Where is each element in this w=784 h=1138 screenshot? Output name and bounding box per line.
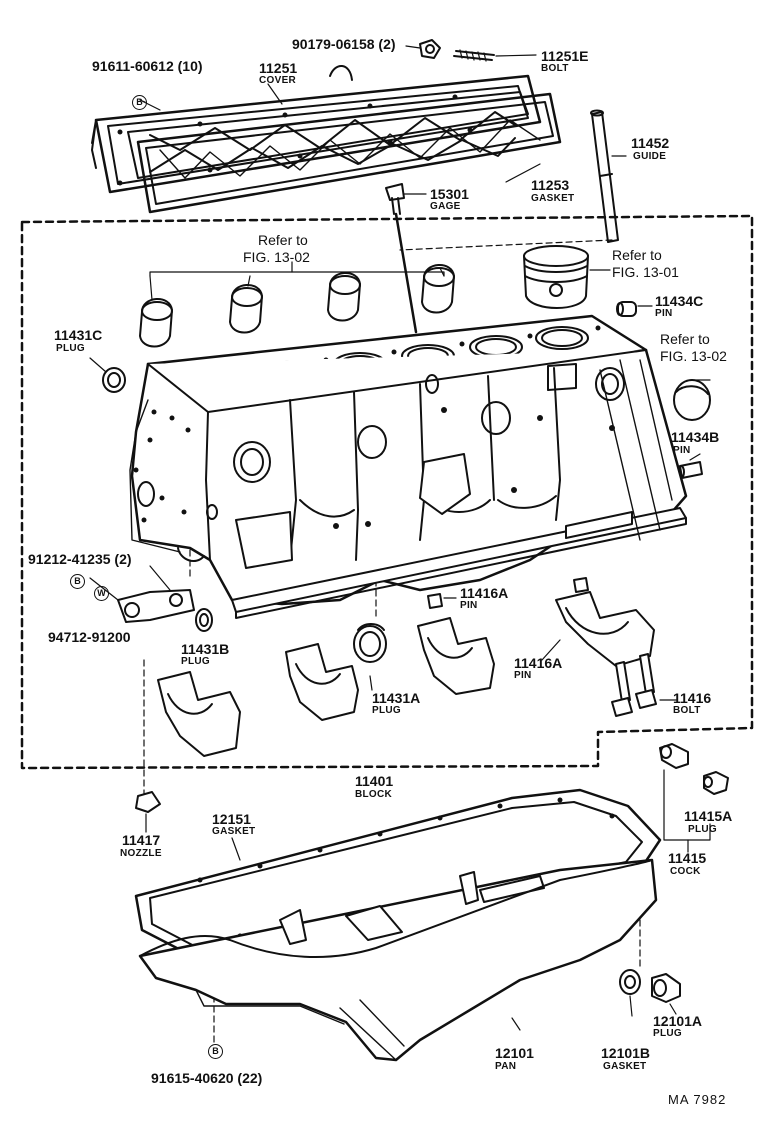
oil-pan-12101 <box>138 858 658 1062</box>
dipstick-gage-15301 <box>385 183 427 334</box>
label-12101: 12101 <box>495 1045 534 1061</box>
main-bearing-shells-top <box>139 261 455 348</box>
drain-plug-and-gasket <box>619 969 681 1017</box>
pin-11416a <box>427 577 589 661</box>
label-11253: 11253 <box>531 177 570 193</box>
label-11251: 11251 <box>259 60 298 76</box>
label-11416a-2: 11416A <box>514 655 563 671</box>
label-12101b: 12101B <box>601 1045 651 1061</box>
label-91212: 91212-41235 (2) <box>28 551 132 567</box>
block-assembly-boundary <box>20 214 754 770</box>
label-11431c: 11431C <box>54 327 103 343</box>
label-90179: 90179-06158 (2) <box>292 36 396 52</box>
label-11401-name: BLOCK <box>355 789 393 800</box>
ref-line1: Refer to <box>258 232 308 248</box>
label-11415-name: COCK <box>670 866 701 877</box>
piston-ref-13-01 <box>523 245 611 309</box>
oil-nozzle-11417 <box>135 791 161 833</box>
label-11417: 11417 <box>122 832 161 848</box>
label-12151: 12151 <box>212 811 251 827</box>
label-11401: 11401 <box>355 773 394 789</box>
label-15301: 15301 <box>430 186 469 202</box>
label-11416a: 11416A <box>460 585 509 601</box>
label-11434b-name: PIN <box>673 445 691 456</box>
ref-line2: FIG. 13-01 <box>612 264 679 280</box>
label-11416-name: BOLT <box>673 705 701 716</box>
label-91615: 91615-40620 (22) <box>151 1070 263 1086</box>
label-11251-name: COVER <box>259 75 297 86</box>
label-15301-name: GAGE <box>430 201 461 212</box>
ref-line1: Refer to <box>612 247 662 263</box>
main-bearing-caps <box>157 591 655 757</box>
plug-11431a <box>353 623 387 691</box>
figure-code: MA 7982 <box>668 1092 727 1107</box>
ref-line1: Refer to <box>660 331 710 347</box>
bolt-11251e <box>405 39 537 62</box>
label-11452-name: GUIDE <box>633 151 667 162</box>
pin-11434c <box>616 301 653 317</box>
pin-11434b <box>677 453 703 479</box>
label-11415: 11415 <box>668 850 707 866</box>
guide-tube-11452 <box>590 109 627 243</box>
plug-11431b <box>195 608 213 632</box>
label-11251e-name: BOLT <box>541 63 569 74</box>
label-94712: 94712-91200 <box>48 629 131 645</box>
cover-gasket-part <box>136 92 562 214</box>
label-11431b-name: PLUG <box>181 656 210 667</box>
cover-bolt-holes <box>117 94 473 186</box>
label-12101b-name: GASKET <box>603 1061 647 1072</box>
bolt-b-symbol: B <box>208 1044 223 1059</box>
cap-bolts-11416 <box>611 653 677 717</box>
plug-11431c <box>89 357 126 393</box>
drain-cock-11415 <box>659 743 729 853</box>
side-cover-part <box>91 65 542 194</box>
label-11416: 11416 <box>673 690 712 706</box>
label-11431b: 11431B <box>181 641 230 657</box>
ref-line2: FIG. 13-02 <box>243 249 310 265</box>
label-11416a-name: PIN <box>460 600 478 611</box>
label-12151-name: GASKET <box>212 826 256 837</box>
label-91611: 91611-60612 (10) <box>92 58 203 74</box>
bracket-and-bolts <box>89 565 195 623</box>
label-11434c-name: PIN <box>655 308 673 319</box>
label-11452: 11452 <box>631 135 670 151</box>
label-12101a-name: PLUG <box>653 1028 682 1039</box>
ref-line2: FIG. 13-02 <box>660 348 727 364</box>
bolt-b-symbol: B <box>70 574 85 589</box>
label-11417-name: NOZZLE <box>120 848 162 859</box>
label-11415a: 11415A <box>684 808 733 824</box>
label-11431c-name: PLUG <box>56 343 85 354</box>
label-12101a: 12101A <box>653 1013 703 1029</box>
rear-bearing-ref-13-02 <box>673 379 711 421</box>
label-12101-name: PAN <box>495 1061 517 1072</box>
label-11434c: 11434C <box>655 293 704 309</box>
label-11251e: 11251E <box>541 48 589 64</box>
label-11416a-2-name: PIN <box>514 670 532 681</box>
cylinder-block-11401 <box>129 314 688 619</box>
label-11253-name: GASKET <box>531 193 575 204</box>
bolt-b-symbol: B <box>132 95 147 110</box>
label-11431a: 11431A <box>372 690 421 706</box>
label-11434b: 11434B <box>671 429 720 445</box>
label-11431a-name: PLUG <box>372 705 401 716</box>
washer-w-symbol: W <box>94 586 109 601</box>
label-11415a-name: PLUG <box>688 824 717 835</box>
